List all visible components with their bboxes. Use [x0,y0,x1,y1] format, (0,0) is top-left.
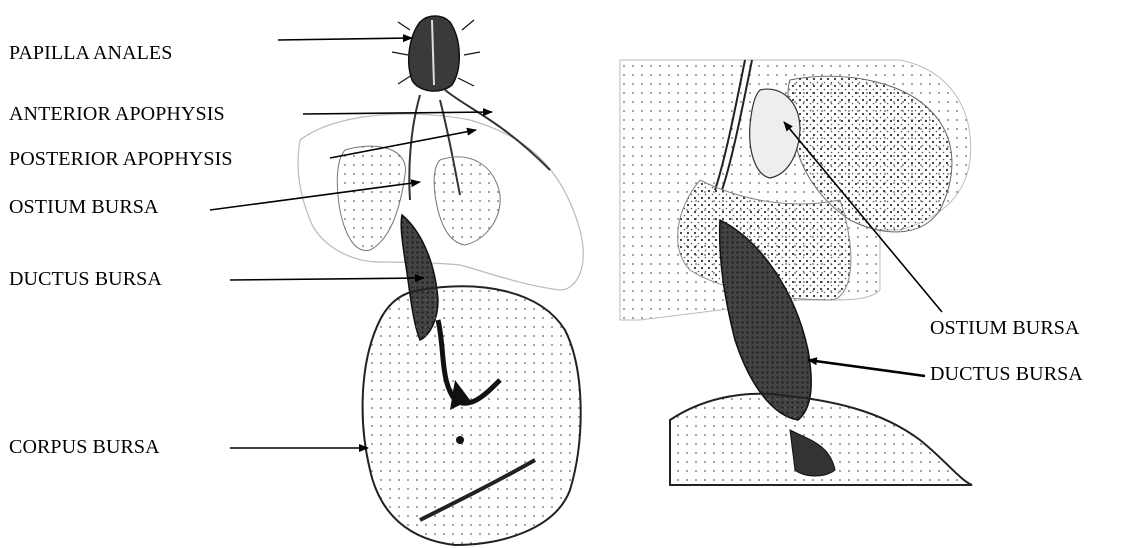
pointer-posterior-apophysis [330,130,476,158]
pointer-ductus-bursa-left [230,278,424,280]
label-ostium-bursa-right: OSTIUM BURSA [930,317,1080,339]
corpus-bursa-shape [363,286,581,545]
label-corpus-bursa: CORPUS BURSA [9,436,160,458]
label-posterior-apophysis: POSTERIOR APOPHYSIS [9,148,233,170]
ostium-plate-left [337,146,405,250]
left-specimen [298,16,583,545]
right-specimen [620,60,972,485]
pointer-anterior-apophysis [303,112,492,114]
label-ductus-bursa-right: DUCTUS BURSA [930,363,1083,385]
pointer-papilla-anales [278,38,412,40]
papilla-anales-shape [392,16,480,91]
label-anterior-apophysis: ANTERIOR APOPHYSIS [9,103,225,125]
label-ostium-bursa-left: OSTIUM BURSA [9,196,159,218]
label-ductus-bursa-left: DUCTUS BURSA [9,268,162,290]
pointer-ductus-bursa-right [808,360,925,376]
ostium-plate-right [434,157,500,245]
label-papilla-anales: PAPILLA ANALES [9,42,172,64]
